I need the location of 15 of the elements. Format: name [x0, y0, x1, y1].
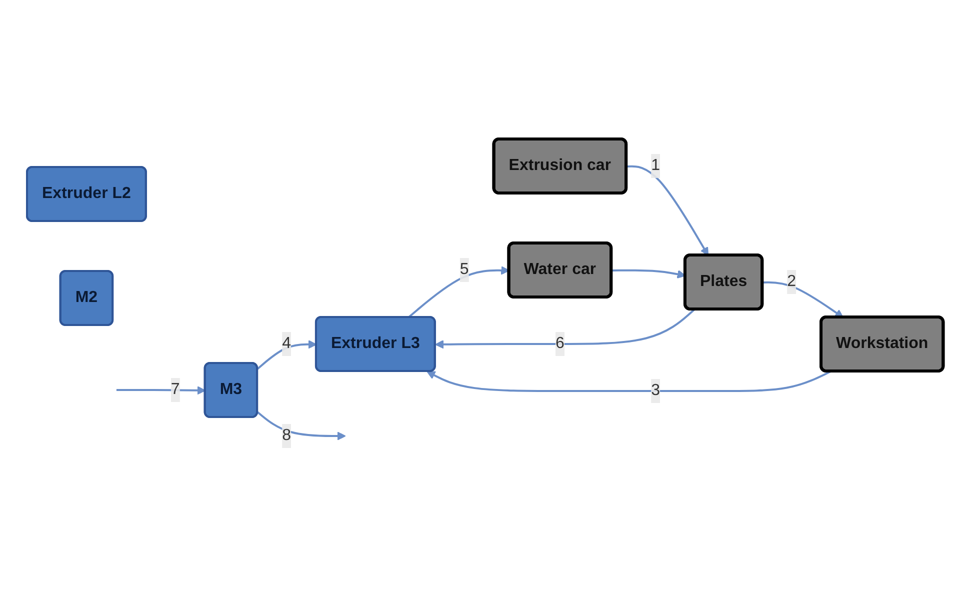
- arrow: [116, 385, 206, 394]
- edge-label: 7: [171, 380, 180, 398]
- edge-label: 8: [282, 426, 292, 444]
- edge-label: 6: [556, 334, 565, 352]
- edge-label: 3: [651, 382, 660, 398]
- arrow: [257, 410, 346, 440]
- edge-label: 5: [460, 260, 470, 278]
- edge-label: 4: [282, 334, 292, 352]
- arrow: [427, 370, 832, 392]
- arrow: [626, 164, 710, 256]
- arrow: [763, 280, 844, 318]
- arrow: [435, 308, 696, 348]
- edge-label: 2: [788, 272, 796, 290]
- edge-label: 1: [651, 156, 660, 174]
- arrow: [257, 339, 318, 370]
